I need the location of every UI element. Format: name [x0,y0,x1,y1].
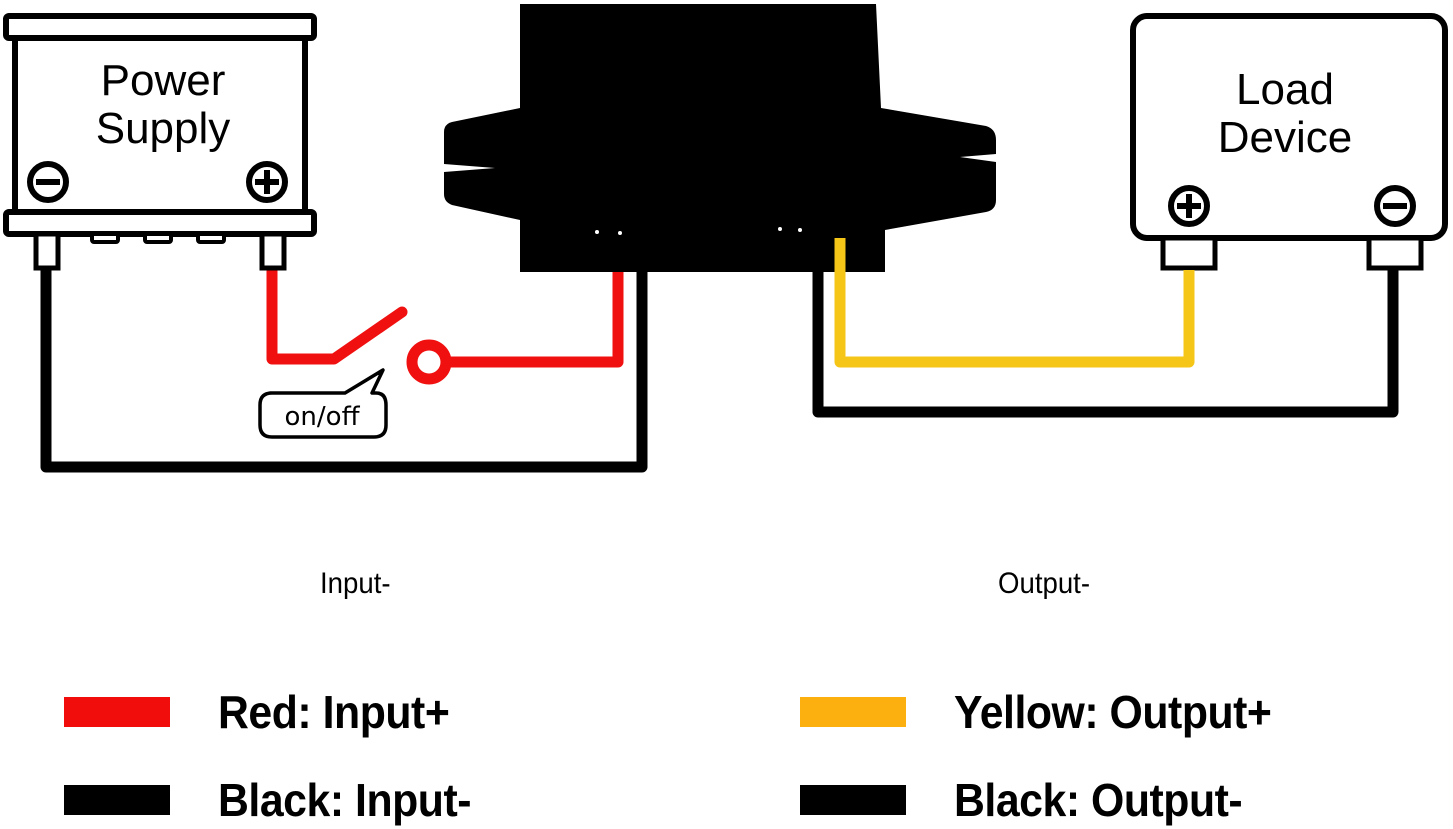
power-supply-label-line2: Supply [96,104,231,153]
black-swatch [64,785,170,815]
load-device-label-line2: Device [1218,113,1353,162]
wire-red-input-positive-a [266,262,408,365]
negative-terminal-icon [27,161,69,203]
wire-red-input-positive-b [446,238,624,368]
wire-yellow-output-positive [834,238,1195,368]
legend-item-yellow: Yellow: Output+ [800,685,1295,739]
load-device: Load Device [1130,13,1448,271]
legend-item-black-output: Black: Output- [800,773,1264,827]
input-section-label: Input- [320,567,391,600]
switch-callout: on/off [258,368,388,439]
converter-module [444,4,996,272]
black-swatch [800,785,906,815]
wire-black-input-negative [40,238,648,473]
wire-black-output-negative [812,238,1399,418]
positive-terminal-icon [246,161,288,203]
yellow-swatch [800,697,906,727]
load-device-label-line1: Load [1236,65,1334,114]
legend-label: Red: Input+ [218,686,450,738]
power-supply-label-line1: Power [101,56,226,105]
switch-label: on/off [285,402,361,432]
legend-label: Black: Output- [954,774,1243,826]
legend-item-red: Red: Input+ [64,685,467,739]
output-section-label: Output- [998,567,1091,600]
legend-label: Yellow: Output+ [954,686,1272,738]
power-supply: Power Supply [3,13,317,271]
wiring-diagram: on/off Power Supply Loa [3,4,1448,473]
legend-label: Black: Input- [218,774,472,826]
red-swatch [64,697,170,727]
negative-terminal-icon [1374,185,1416,227]
legend-item-black-input: Black: Input- [64,773,490,827]
switch-contact-icon [406,339,452,385]
positive-terminal-icon [1168,185,1210,227]
